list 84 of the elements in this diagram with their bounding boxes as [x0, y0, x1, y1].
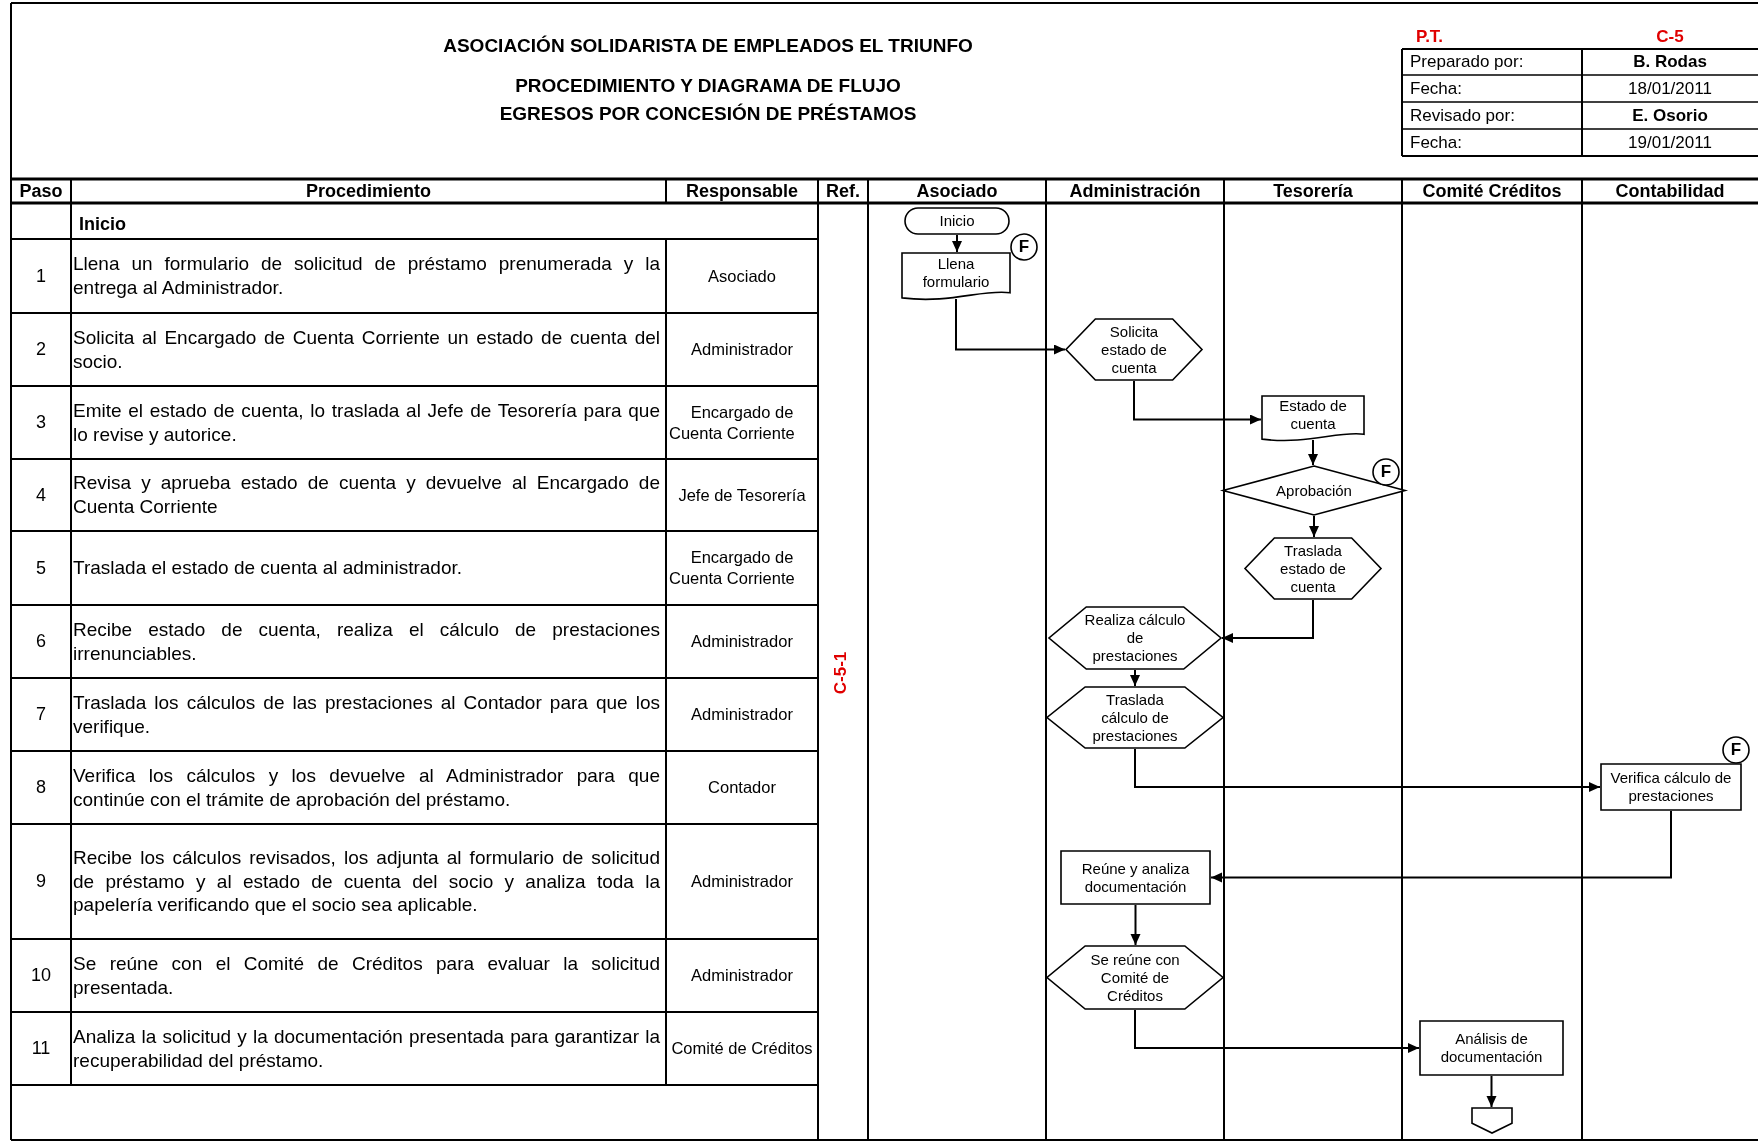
step-description: Traslada los cálculos de las prestaciones al Contador para que los verifique.: [72, 690, 661, 739]
column-header: Asociado: [915, 179, 999, 203]
process-hexagon: Realiza cálculo de prestaciones: [1048, 606, 1222, 670]
reference-circle: F: [1372, 458, 1400, 486]
arrow: [1308, 439, 1318, 466]
step-description: Recibe los cálculos revisados, los adjunta al formulario de solicitud de préstamo y al estado de cuenta del socio y analiza toda la papelería verificando que el socio sea aplicable.: [72, 845, 661, 918]
start-label: Inicio: [78, 213, 127, 237]
off-page-connector: [1471, 1107, 1513, 1134]
arrow: [955, 297, 1066, 355]
field-value: 18/01/2011: [1627, 77, 1713, 100]
step-number: 9: [35, 870, 47, 894]
step-description: Verifica los cálculos y los devuelve al Administrador para que continúe con el trámite de aprobación del préstamo.: [72, 763, 661, 812]
responsible-name: Asociado: [707, 265, 777, 287]
responsible-name: Encargado de Cuenta Corriente: [668, 401, 796, 444]
arrow: [1134, 748, 1601, 792]
column-header: Administración: [1068, 179, 1202, 203]
responsible-name: Administrador: [690, 871, 794, 893]
step-number: 1: [35, 264, 47, 288]
reference-circle: F: [1722, 736, 1750, 764]
step-number: 11: [30, 1037, 52, 1061]
subtitle: PROCEDIMIENTO Y DIAGRAMA DE FLUJO: [514, 74, 902, 99]
field-value: 19/01/2011: [1627, 131, 1713, 154]
process-box: Reúne y analiza documentación: [1060, 850, 1211, 905]
field-value: B. Rodas: [1632, 51, 1708, 74]
column-header: Comité Créditos: [1421, 179, 1563, 203]
step-description: Analiza la solicitud y la documentación presentada para garantizar la recuperabilidad del préstamo.: [72, 1024, 661, 1073]
reference-code: C-5: [1655, 26, 1685, 48]
column-header: Contabilidad: [1614, 179, 1726, 203]
arrow: [1134, 1009, 1420, 1053]
step-number: 6: [35, 630, 47, 654]
process-box: Verifica cálculo de prestaciones: [1600, 763, 1742, 811]
responsible-name: Administrador: [690, 631, 794, 653]
step-number: 8: [35, 776, 47, 800]
responsible-name: Contador: [707, 777, 777, 799]
step-number: 3: [35, 411, 47, 435]
arrow: [1221, 599, 1314, 643]
process-hexagon: Traslada estado de cuenta: [1244, 537, 1382, 600]
step-description: Traslada el estado de cuenta al administrador.: [72, 556, 464, 581]
process-box: Análisis de documentación: [1419, 1020, 1564, 1076]
responsible-name: Administrador: [690, 965, 794, 987]
column-header: Responsable: [684, 179, 799, 203]
column-header: Tesorería: [1272, 179, 1354, 203]
column-header: Procedimiento: [305, 179, 432, 203]
responsible-name: Encargado de Cuenta Corriente: [668, 547, 796, 589]
step-description: Revisa y aprueba estado de cuenta y devuelve al Encargado de Cuenta Corriente: [72, 471, 661, 519]
responsible-name: Administrador: [690, 704, 794, 726]
step-description: Emite el estado de cuenta, lo traslada al Jefe de Tesorería para que lo revise y autorice.: [72, 398, 661, 447]
step-description: Llena un formulario de solicitud de préstamo prenumerada y la entrega al Administrador.: [72, 252, 661, 300]
step-description: Recibe estado de cuenta, realiza el cálculo de prestaciones irrenunciables.: [72, 617, 661, 666]
process-hexagon: Traslada cálculo de prestaciones: [1046, 686, 1224, 749]
field-label: Fecha:: [1409, 77, 1463, 100]
column-header: Paso: [18, 179, 64, 203]
start-terminator: Inicio: [904, 207, 1010, 235]
field-label: Preparado por:: [1409, 51, 1525, 74]
reference-code: C-5-1: [831, 650, 851, 697]
step-number: 2: [35, 338, 47, 362]
step-description: Solicita al Encargado de Cuenta Corriente un estado de cuenta del socio.: [72, 325, 661, 374]
field-label: Fecha:: [1409, 131, 1463, 154]
process-hexagon: Solicita estado de cuenta: [1065, 318, 1203, 381]
responsible-name: Jefe de Tesorería: [677, 484, 807, 506]
field-value: E. Osorio: [1631, 104, 1709, 127]
step-number: 4: [35, 483, 47, 507]
arrow: [1309, 515, 1319, 538]
arrow: [1130, 904, 1141, 946]
process-hexagon: Se reúne con Comité de Créditos: [1046, 945, 1224, 1010]
arrow: [952, 234, 962, 253]
arrow: [1210, 810, 1672, 883]
arrow: [1130, 669, 1140, 687]
step-number: 7: [35, 703, 47, 727]
document-shape: Estado de cuenta: [1261, 395, 1365, 444]
step-description: Se reúne con el Comité de Créditos para evaluar la solicitud presentada.: [72, 951, 661, 1000]
responsible-name: Comité de Créditos: [670, 1038, 814, 1060]
field-label: Revisado por:: [1409, 104, 1516, 127]
document-shape: Llena formulario: [901, 252, 1011, 303]
arrow: [1133, 380, 1262, 425]
step-number: 5: [35, 556, 47, 580]
responsible-name: Administrador: [690, 339, 794, 361]
title: ASOCIACIÓN SOLIDARISTA DE EMPLEADOS EL TRIUNFO: [442, 35, 974, 58]
subtitle: EGRESOS POR CONCESIÓN DE PRÉSTAMOS: [498, 102, 918, 127]
arrow: [1486, 1075, 1497, 1108]
step-number: 10: [30, 964, 52, 988]
column-header: Ref.: [825, 179, 861, 203]
reference-code: P.T.: [1415, 26, 1445, 48]
reference-circle: F: [1010, 233, 1038, 261]
